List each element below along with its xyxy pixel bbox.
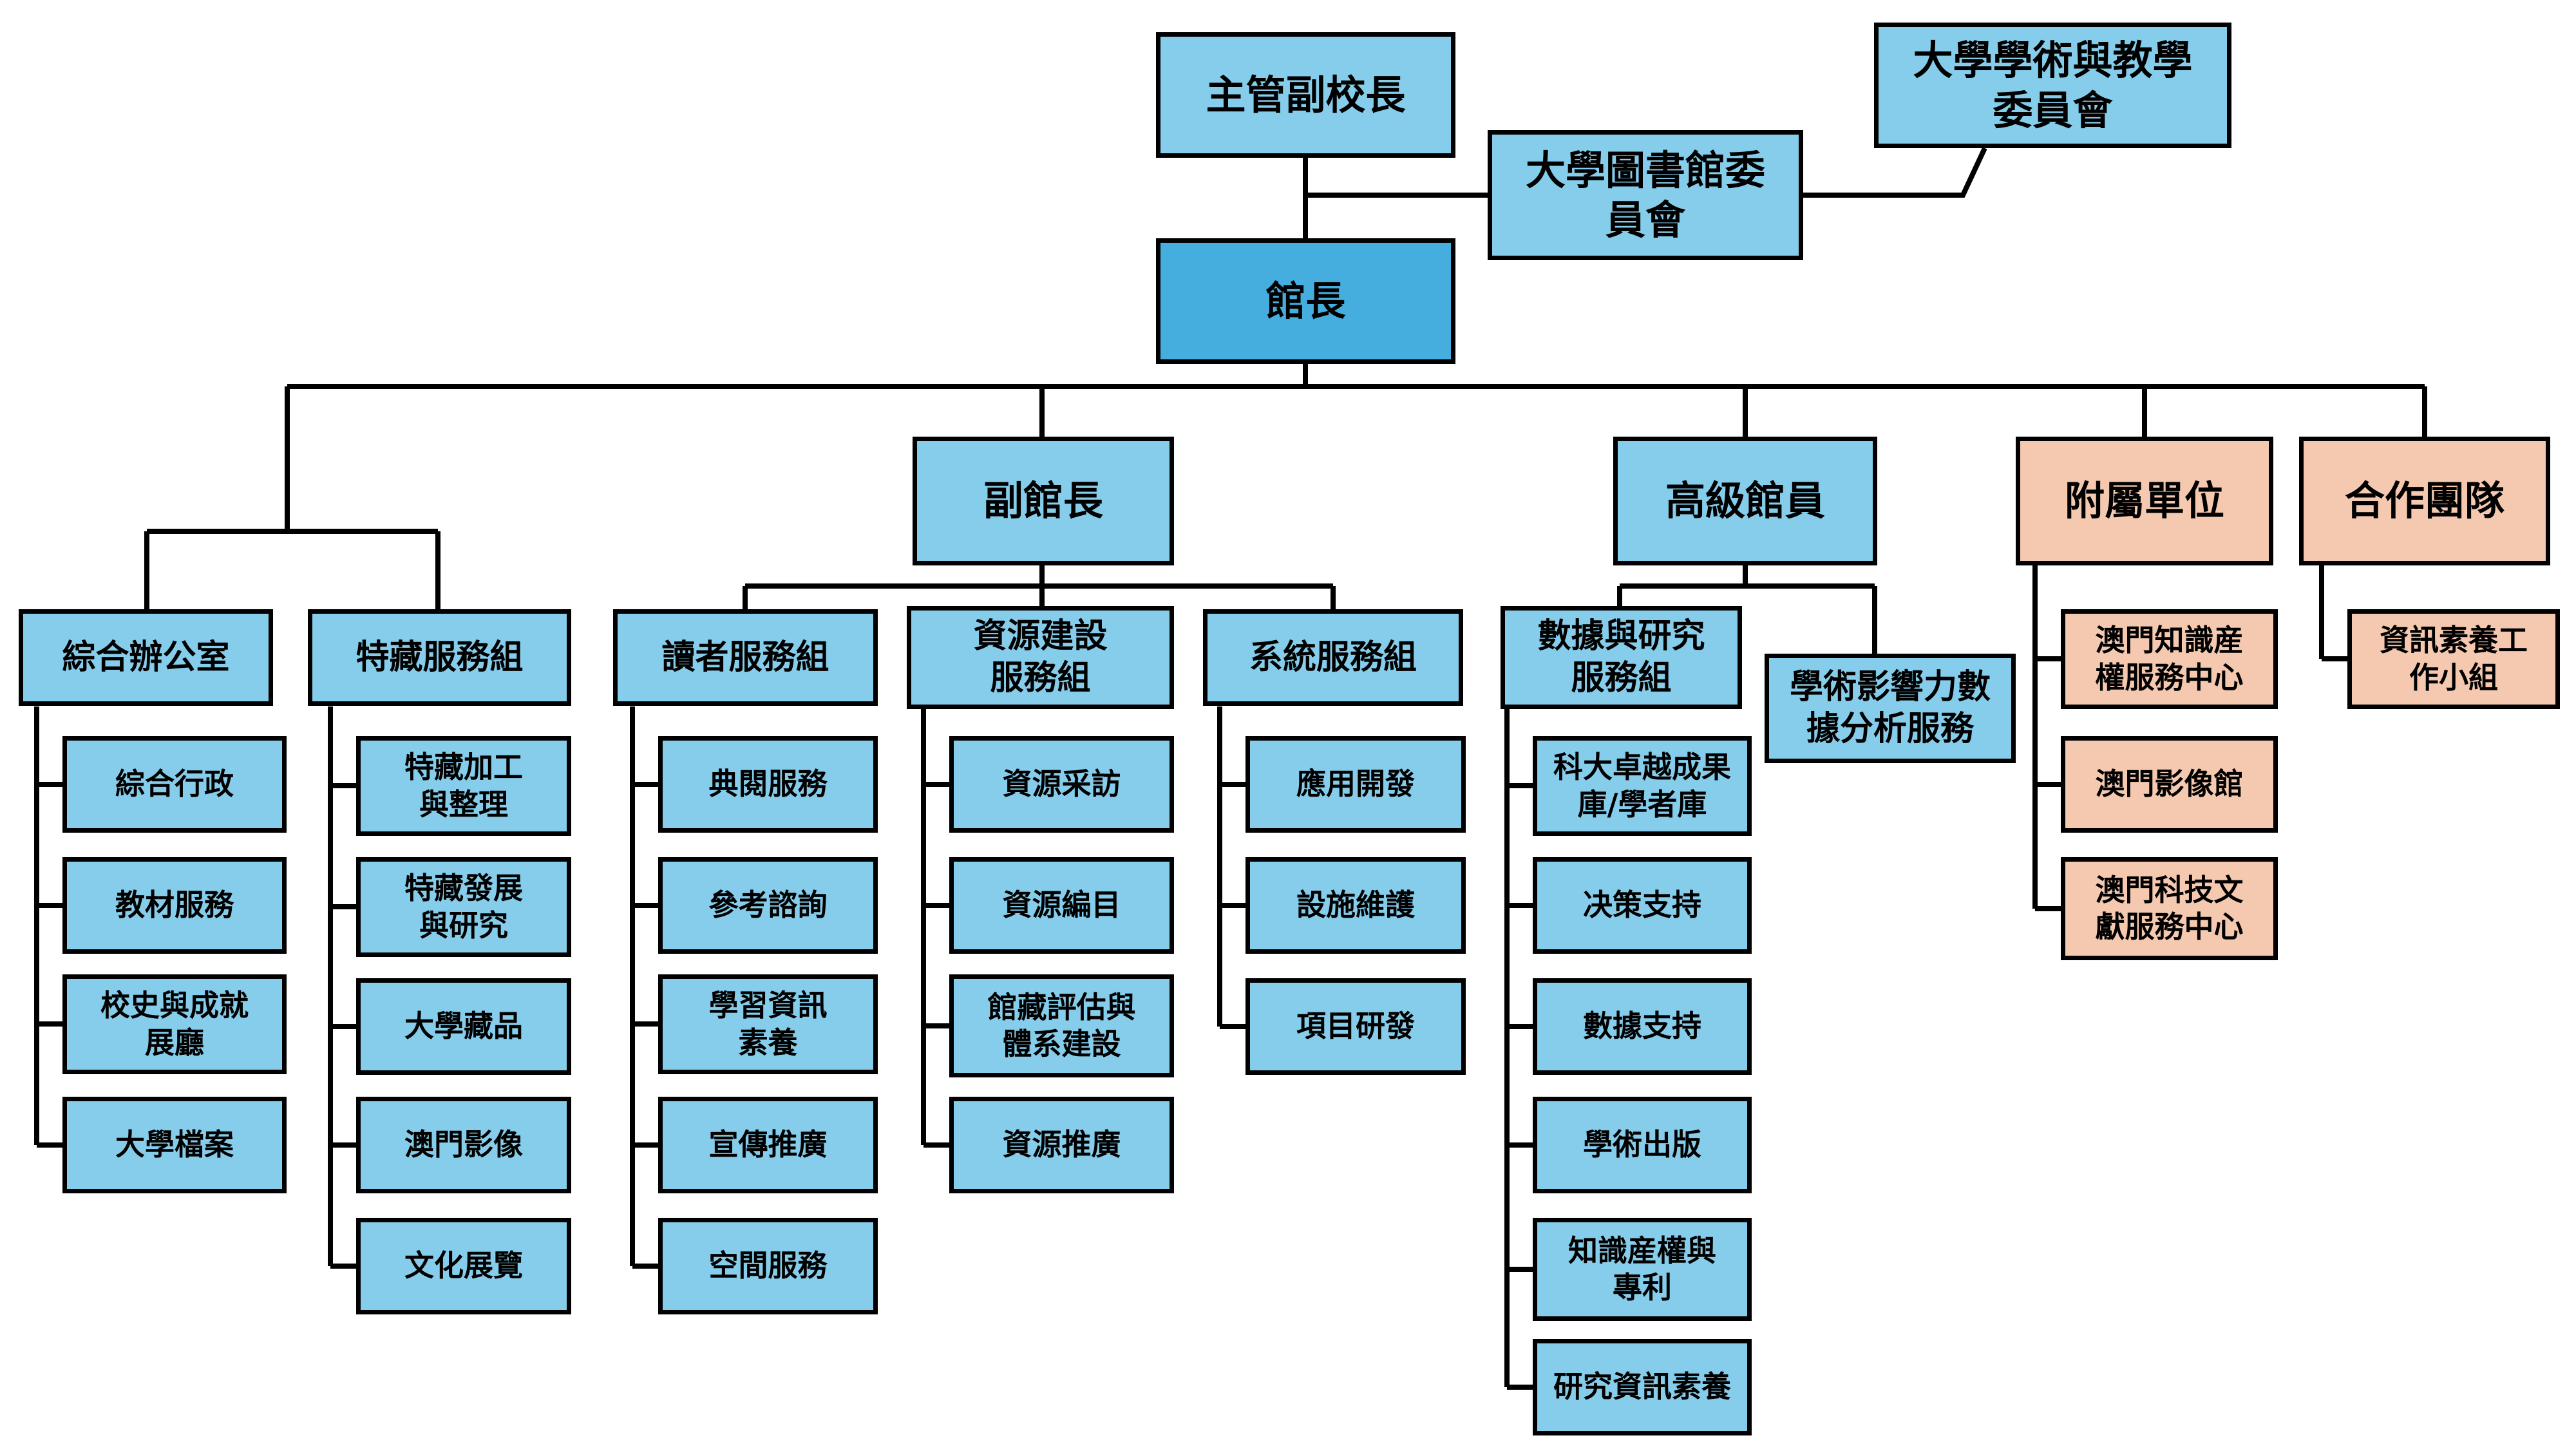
- connector-top: [1303, 147, 1987, 386]
- connector-col-data-research: [1504, 709, 1533, 1390]
- node-deputy-director: 副館長: [913, 437, 1174, 565]
- connector-deputy: [743, 565, 1336, 609]
- node-director: 館長: [1156, 238, 1455, 364]
- node-resource-promotion: 資源推廣: [949, 1097, 1174, 1193]
- node-senior-librarian: 高級館員: [1613, 437, 1877, 565]
- node-facility-maintenance: 設施維護: [1245, 857, 1466, 954]
- node-system-services: 系統服務組: [1203, 609, 1463, 706]
- node-project-rd: 項目研發: [1245, 978, 1466, 1075]
- node-reader-services: 讀者服務組: [613, 609, 878, 706]
- node-cataloging: 資源編目: [949, 857, 1174, 954]
- node-macau-images: 澳門影像: [356, 1097, 571, 1193]
- node-ip-patents: 知識産權與 專利: [1533, 1218, 1752, 1321]
- node-promotion: 宣傳推廣: [658, 1097, 878, 1193]
- connector-main-line: [144, 384, 2427, 609]
- node-affiliated-units: 附屬單位: [2016, 437, 2273, 565]
- connector-col-system-services: [1217, 706, 1245, 1029]
- node-excellence-repository: 科大卓越成果 庫/學者庫: [1533, 736, 1752, 836]
- node-space-services: 空間服務: [658, 1218, 878, 1314]
- node-general-admin: 綜合行政: [62, 736, 287, 833]
- node-teaching-materials: 教材服務: [62, 857, 287, 954]
- node-circulation: 典閱服務: [658, 736, 878, 833]
- node-sc-development: 特藏發展 與研究: [356, 857, 571, 957]
- connector-col-resource-dev: [921, 709, 949, 1148]
- node-cultural-exhibitions: 文化展覽: [356, 1218, 571, 1314]
- node-academic-publishing: 學術出版: [1533, 1097, 1752, 1193]
- node-sc-processing: 特藏加工 與整理: [356, 736, 571, 836]
- node-reference: 參考諮詢: [658, 857, 878, 954]
- node-university-archives: 大學檔案: [62, 1097, 287, 1193]
- node-info-literacy-group: 資訊素養工 作小組: [2347, 609, 2560, 709]
- node-learning-info-literacy: 學習資訊 素養: [658, 974, 878, 1074]
- node-app-development: 應用開發: [1245, 736, 1466, 833]
- node-collection-evaluation: 館藏評估與 體系建設: [949, 974, 1174, 1077]
- node-cooperation-team: 合作團隊: [2299, 437, 2550, 565]
- connector-col-affiliated: [2032, 565, 2061, 911]
- node-decision-support: 决策支持: [1533, 857, 1752, 954]
- node-ip-service-center: 澳門知識産 權服務中心: [2061, 609, 2278, 709]
- node-resource-development: 資源建設 服務組: [907, 606, 1174, 709]
- node-data-research: 數據與研究 服務組: [1501, 606, 1742, 709]
- connector-senior: [1617, 565, 1877, 654]
- node-sci-doc-center: 澳門科技文 獻服務中心: [2061, 857, 2278, 960]
- node-university-collections: 大學藏品: [356, 978, 571, 1075]
- node-vp: 主管副校長: [1156, 32, 1455, 158]
- connector-col-general-office: [34, 706, 62, 1148]
- node-research-info-literacy: 研究資訊素養: [1533, 1339, 1752, 1435]
- node-general-office: 綜合辦公室: [19, 609, 273, 706]
- node-data-support: 數據支持: [1533, 978, 1752, 1075]
- connector-col-cooperation: [2319, 565, 2347, 661]
- node-lib-committee: 大學圖書館委 員會: [1488, 130, 1803, 260]
- connector-col-special-collections: [328, 706, 356, 1269]
- node-special-collections: 特藏服務組: [308, 609, 571, 706]
- node-macau-image-gallery: 澳門影像館: [2061, 736, 2278, 833]
- node-history-hall: 校史與成就 展廳: [62, 974, 287, 1074]
- node-impact-analysis: 學術影響力數 據分析服務: [1765, 654, 2016, 763]
- node-acad-committee: 大學學術與教學 委員會: [1874, 23, 2231, 148]
- node-acquisition: 資源采訪: [949, 736, 1174, 833]
- connector-col-reader-services: [630, 706, 658, 1269]
